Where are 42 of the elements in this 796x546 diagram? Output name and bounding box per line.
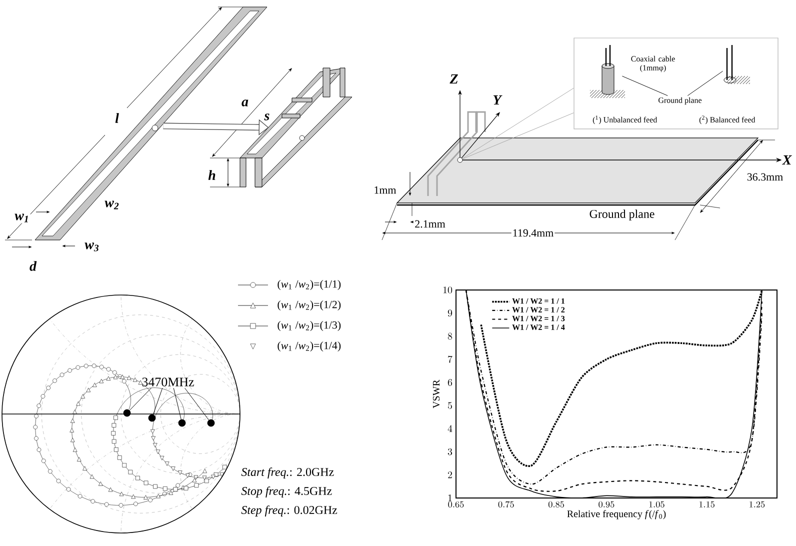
- y-axis-title: VSWR: [432, 380, 440, 408]
- x-tick-label: 0.65: [448, 501, 464, 508]
- x-axis-title: Relative frequency f(/f$_{0}$): [567, 510, 666, 520]
- dimension-label: 2.1mm: [414, 219, 446, 229]
- dimension-label: a: [240, 98, 250, 108]
- axis-label: Z: [448, 73, 460, 85]
- y-tick-label: 1: [448, 494, 452, 502]
- y-tick-label: 9: [448, 310, 452, 317]
- y-tick-label: 10: [443, 286, 452, 294]
- x-tick-label: 0.95: [598, 501, 614, 508]
- note-text: Start freq.: 2.0GHz: [240, 466, 336, 480]
- dimension-label: l: [114, 112, 120, 124]
- dimension-label: w$_{3}$: [84, 242, 100, 252]
- note-text: Stop freq.: 4.5GHz: [240, 486, 334, 498]
- dimension-label: w$_{2}$: [104, 200, 120, 210]
- note-text: Step freq.: 0.02GHz: [240, 504, 338, 518]
- x-tick-label: 1 . 15: [699, 501, 714, 508]
- legend-text: (w$_{1}$ /w$_{2}$)=(1/1): [278, 280, 341, 290]
- y-tick-label: 5: [448, 402, 452, 409]
- x-tick-label: 0.85: [548, 501, 564, 508]
- y-tick-label: 4: [448, 425, 452, 432]
- x-tick-label: 0.75: [498, 501, 514, 508]
- axis-label: X: [781, 154, 793, 166]
- y-tick-label: 6: [448, 379, 452, 386]
- y-tick-label: 8: [448, 332, 452, 340]
- y-tick-label: 3: [448, 448, 452, 456]
- dimension-label: w$_{1}$: [14, 212, 30, 224]
- dimension-label: 36.3mm: [746, 172, 784, 182]
- legend-text: (w$_{1}$ /w$_{2}$)=(1/4): [278, 342, 341, 352]
- legend-text: (w$_{1}$ /w$_{2}$)=(1/3): [278, 321, 341, 331]
- dimension-label: 119.4mm: [511, 228, 555, 238]
- dimension-label: d: [28, 260, 38, 272]
- y-tick-label: 2: [448, 471, 452, 478]
- x-tick-label: 1 .05: [649, 501, 664, 508]
- y-tick-label: 7: [448, 356, 452, 363]
- x-tick-label: 1 .25: [750, 501, 765, 508]
- dimension-label: 1mm: [372, 185, 398, 195]
- dimension-label: h: [207, 169, 217, 181]
- part-label: Ground plane: [588, 208, 656, 222]
- dimension-label: s: [263, 112, 271, 122]
- axis-label: Y: [492, 94, 502, 106]
- legend-text: (w$_{1}$ /w$_{2}$)=(1/2): [278, 300, 341, 310]
